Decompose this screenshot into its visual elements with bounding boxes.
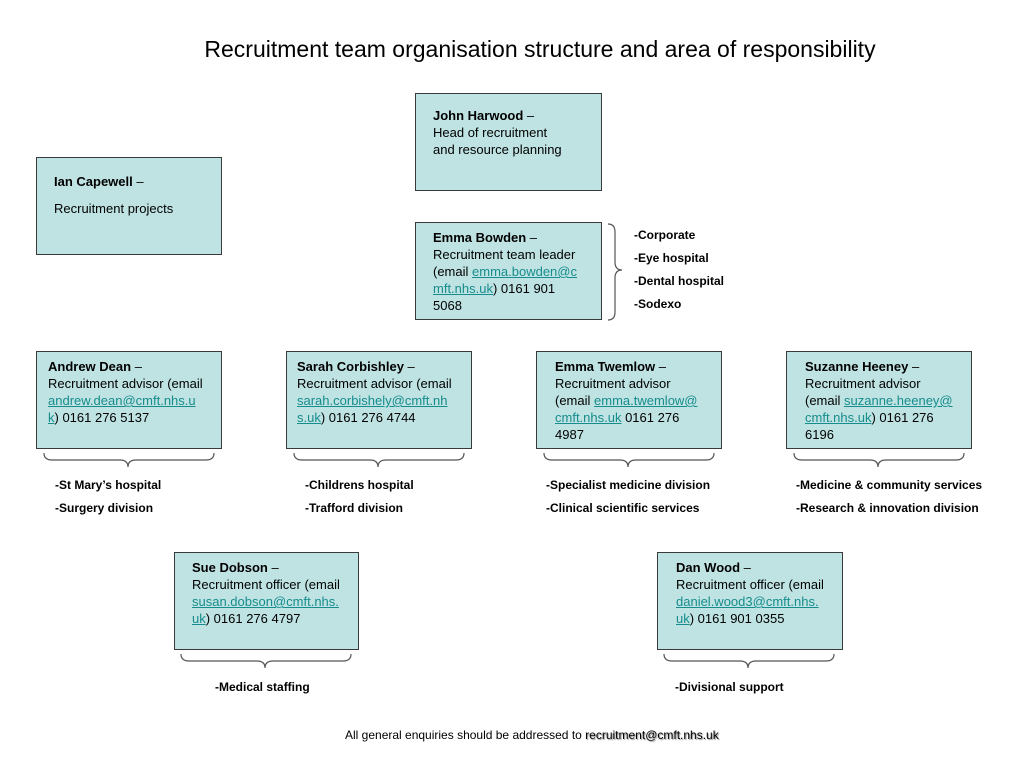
person-role: Recruitment officer (email [676,577,824,592]
person-name: Suzanne Heeney [805,359,909,374]
responsibility-item: -St Mary’s hospital [55,478,162,492]
responsibility-item: -Eye hospital [634,251,709,265]
sarah-corbishley-box: Sarah Corbishley – Recruitment advisor (… [286,351,472,449]
person-phone: ) 0161 901 5068 [433,281,556,313]
responsibility-item: -Medicine & community services [796,478,983,492]
john-harwood-box: John Harwood – Head of recruitment and r… [415,93,602,191]
responsibility-list-emma-twemlow: -Specialist medicine division -Clinical … [546,474,710,520]
person-phone: ) 0161 901 0355 [689,611,785,626]
page-title: Recruitment team organisation structure … [204,36,876,62]
responsibility-item: -Surgery division [55,501,154,515]
right-brace [607,223,623,321]
dash: – [132,174,144,189]
person-name: Dan Wood [676,560,741,575]
responsibility-item: -Medical staffing [215,680,310,694]
person-role: Recruitment advisor (email [48,376,203,391]
person-name: Andrew Dean [48,359,132,374]
sue-dobson-box: Sue Dobson – Recruitment officer (email … [174,552,359,650]
responsibility-list-sarah-corbishley: -Childrens hospital -Trafford division [305,474,414,520]
footer-enquiries: All general enquiries should be addresse… [345,728,719,742]
emma-twemlow-box: Emma Twemlow – Recruitment advisor (emai… [536,351,722,449]
dash: – [740,560,751,575]
responsibility-list-emma-bowden: -Corporate -Eye hospital -Dental hospita… [634,224,724,316]
bottom-brace [663,653,835,669]
dash: – [908,359,920,374]
person-role: Recruitment officer (email [192,577,340,592]
person-name: Sarah Corbishley [297,359,404,374]
responsibility-item: -Trafford division [305,501,404,515]
person-phone: ) 0161 276 4744 [320,410,416,425]
person-phone: ) 0161 276 5137 [54,410,150,425]
email-link[interactable]: susan.dobson@cmft.nhs.uk [192,594,339,626]
person-role: Recruitment advisor (email [297,376,452,391]
email-link[interactable]: emma.bowden@cmft.nhs.uk [433,264,577,296]
responsibility-item: -Divisional support [675,680,784,694]
andrew-dean-box: Andrew Dean – Recruitment advisor (email… [36,351,222,449]
responsibility-item: -Sodexo [634,297,682,311]
responsibility-item: -Dental hospital [634,274,725,288]
responsibility-item: -Corporate [634,228,696,242]
person-role: Recruitment advisor (email [555,376,671,408]
person-name: Sue Dobson [192,560,268,575]
email-link[interactable]: andrew.dean@cmft.nhs.uk [48,393,196,425]
ian-capewell-box: Ian Capewell – Recruitment projects [36,157,222,255]
responsibility-item: -Research & innovation division [796,501,979,515]
suzanne-heeney-box: Suzanne Heeney – Recruitment advisor (em… [786,351,972,449]
dash: – [655,359,667,374]
person-phone: ) 0161 276 4797 [205,611,301,626]
responsibility-list-andrew-dean: -St Mary’s hospital -Surgery division [55,474,161,520]
dash: – [403,359,415,374]
person-name: Ian Capewell [54,174,133,189]
dash: – [526,230,538,245]
email-link[interactable]: sarah.corbishely@cmft.nhs.uk [297,393,448,425]
email-link[interactable]: daniel.wood3@cmft.nhs.uk [676,594,819,626]
footer-email-link[interactable]: recruitment@cmft.nhs.uk [585,728,719,742]
person-role: Recruitment projects [54,201,174,216]
bottom-brace [543,452,715,468]
bottom-brace [43,452,215,468]
dash: – [267,560,279,575]
email-link[interactable]: suzanne.heeney@cmft.nhs.uk [805,393,953,425]
email-link[interactable]: emma.twemlow@cmft.nhs.uk [555,393,698,425]
person-name: Emma Twemlow [555,359,656,374]
footer-text: All general enquiries should be addresse… [345,728,586,742]
emma-bowden-box: Emma Bowden – Recruitment team leader (e… [415,222,602,320]
dash: – [523,108,535,123]
person-name: Emma Bowden [433,230,527,245]
person-name: John Harwood [433,108,524,123]
responsibility-list-suzanne-heeney: -Medicine & community services -Research… [796,474,982,520]
bottom-brace [180,653,352,669]
responsibility-list-dan-wood: -Divisional support [675,676,784,699]
bottom-brace [293,452,465,468]
person-phone: ) 0161 276 6196 [805,410,934,442]
responsibility-list-sue-dobson: -Medical staffing [215,676,310,699]
person-role: Recruitment advisor (email [805,376,921,408]
bottom-brace [793,452,965,468]
person-phone: 0161 276 4987 [555,410,680,442]
responsibility-item: -Clinical scientific services [546,501,700,515]
dash: – [131,359,142,374]
responsibility-item: -Specialist medicine division [546,478,711,492]
dan-wood-box: Dan Wood – Recruitment officer (email da… [657,552,843,650]
responsibility-item: -Childrens hospital [305,478,414,492]
person-role: Head of recruitment and resource plannin… [433,125,562,157]
person-role: Recruitment team leader (email [433,247,576,279]
